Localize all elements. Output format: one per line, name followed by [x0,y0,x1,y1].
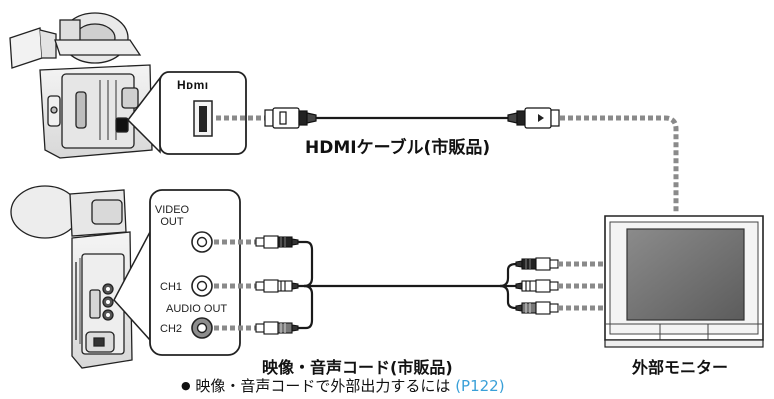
note-bullet: ● [181,379,191,392]
note-text: 映像・音声コードで外部出力するには [195,377,451,395]
ch1-jack-icon [191,275,213,297]
hdmi-port-icon [193,100,213,137]
rca-plug-right-icon [515,257,559,315]
hdmi-cable-label: HDMIケーブル(市販品) [305,138,491,158]
hdmi-plug-right-icon [507,107,560,129]
hdmi-port-logo: Hᴅmı [177,78,209,92]
ch2-label: CH2 [160,323,183,335]
video-out-label: VIDEO OUT [154,204,190,228]
camcorder-top-icon [9,12,153,159]
rca-plug-left-icon [255,235,299,335]
av-cable-label: 映像・音声コード(市販品) [262,358,453,377]
video-out-label-line2: OUT [160,216,184,228]
hdmi-plug-left-icon [264,107,317,129]
monitor-label: 外部モニター [632,358,729,377]
note-line: ● 映像・音声コードで外部出力するには (P122) [181,375,505,396]
audio-out-label: AUDIO OUT [166,303,228,315]
video-out-label-line1: VIDEO [154,204,190,216]
ch1-label: CH1 [160,281,183,293]
hdmi-cable [216,107,679,214]
video-out-jack-icon [191,231,213,253]
monitor-icon [604,215,764,348]
camcorder-side-icon [10,185,133,369]
note-page-link[interactable]: (P122) [455,377,505,395]
hdmi-port-callout [127,71,247,155]
av-port-callout [113,189,241,356]
ch2-jack-icon [191,317,213,339]
av-cable [214,235,605,335]
